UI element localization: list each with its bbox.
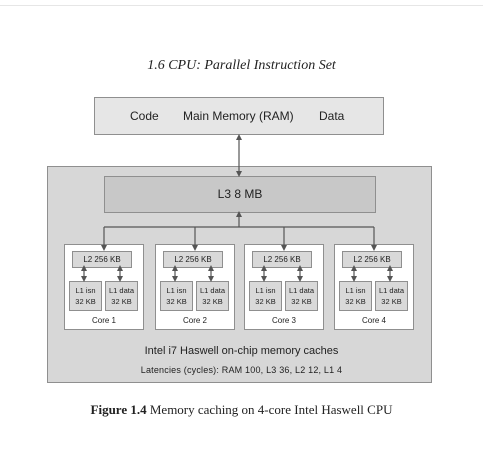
core-1: L2 256 KB L1 isn 32 KB L1 data 32 KB Cor…	[64, 244, 144, 330]
l2-cache-box: L2 256 KB	[72, 251, 132, 268]
l1-isn-size: 32 KB	[75, 297, 96, 306]
core-3: L2 256 KB L1 isn 32 KB L1 data 32 KB Cor…	[244, 244, 324, 330]
l1-data-cache-box: L1 data 32 KB	[285, 281, 318, 311]
code-label: Code	[130, 109, 159, 123]
l1-data-size: 32 KB	[381, 297, 402, 306]
l2-cache-box: L2 256 KB	[163, 251, 223, 268]
l1-data-cache-box: L1 data 32 KB	[105, 281, 138, 311]
l3-cache-box: L3 8 MB	[104, 176, 376, 213]
l1-isn-size: 32 KB	[166, 297, 187, 306]
figure-caption-text: Memory caching on 4-core Intel Haswell C…	[149, 402, 393, 417]
l1-data-label: L1 data	[378, 286, 405, 295]
data-label: Data	[319, 109, 345, 123]
latency-line: Latencies (cycles): RAM 100, L3 36, L2 1…	[140, 365, 343, 375]
l1-data-size: 32 KB	[202, 297, 223, 306]
chip-title: Intel i7 Haswell on-chip memory caches	[144, 345, 339, 357]
figure-caption: Figure 1.4 Memory caching on 4-core Inte…	[0, 402, 483, 418]
l1-isn-label: L1 isn	[345, 286, 366, 295]
l1-isn-label: L1 isn	[75, 286, 96, 295]
l1-isn-size: 32 KB	[345, 297, 366, 306]
l1-data-label: L1 data	[199, 286, 226, 295]
core-4: L2 256 KB L1 isn 32 KB L1 data 32 KB Cor…	[334, 244, 414, 330]
l1-data-size: 32 KB	[291, 297, 312, 306]
figure-label: Figure 1.4	[90, 402, 147, 417]
l1-isn-size: 32 KB	[255, 297, 276, 306]
core-label: Core 3	[271, 316, 296, 325]
main-memory-box: Code Main Memory (RAM) Data	[94, 97, 384, 135]
l1-data-size: 32 KB	[111, 297, 132, 306]
main-memory-title: Main Memory (RAM)	[183, 109, 294, 123]
l1-data-label: L1 data	[108, 286, 135, 295]
page-top-rule	[0, 5, 483, 6]
l2-cache-box: L2 256 KB	[252, 251, 312, 268]
running-heading: 1.6 CPU: Parallel Instruction Set	[147, 58, 336, 73]
l1-data-label: L1 data	[288, 286, 315, 295]
l1-data-cache-box: L1 data 32 KB	[196, 281, 229, 311]
l1-isn-label: L1 isn	[255, 286, 276, 295]
core-label: Core 1	[91, 316, 116, 325]
l2-cache-box: L2 256 KB	[342, 251, 402, 268]
l1-isn-cache-box: L1 isn 32 KB	[249, 281, 282, 311]
l1-data-cache-box: L1 data 32 KB	[375, 281, 408, 311]
core-label: Core 2	[182, 316, 207, 325]
l1-isn-label: L1 isn	[166, 286, 187, 295]
core-label: Core 4	[361, 316, 386, 325]
l1-isn-cache-box: L1 isn 32 KB	[339, 281, 372, 311]
